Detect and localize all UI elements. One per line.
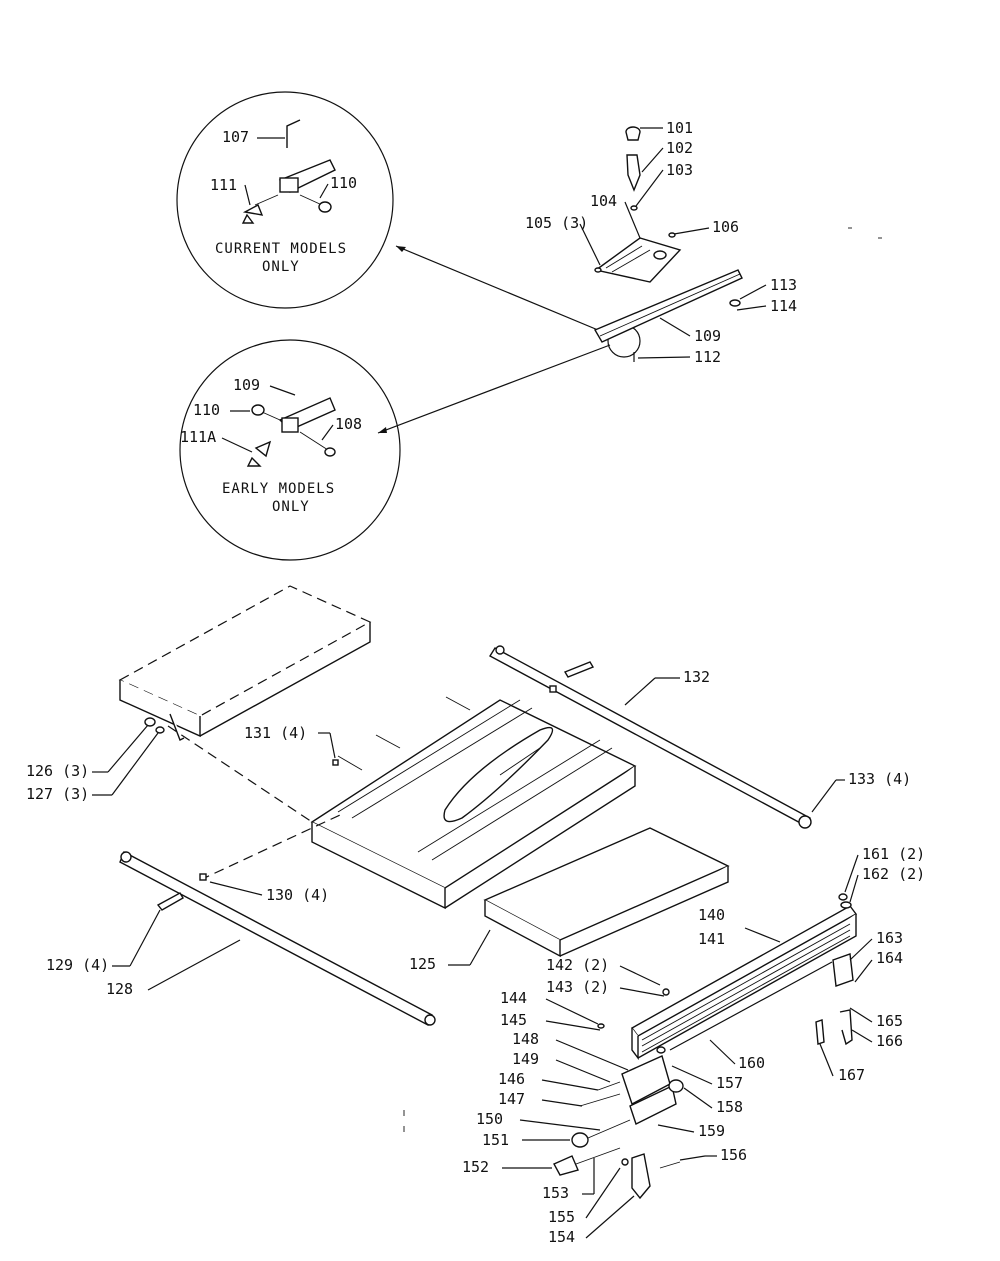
label-143: 143 (2) — [546, 978, 609, 996]
label-114: 114 — [770, 297, 797, 315]
label-152: 152 — [462, 1158, 489, 1176]
early-caption-2: ONLY — [272, 499, 310, 515]
rip-fence-assembly: 140 141 161 (2) 162 (2) 163 164 165 166 … — [462, 845, 925, 1246]
label-155: 155 — [548, 1208, 575, 1226]
handle-154 — [631, 1153, 651, 1200]
label-111a: 111A — [180, 428, 216, 446]
leader-current-inset — [395, 245, 611, 336]
label-109-main: 109 — [694, 327, 721, 345]
label-106: 106 — [712, 218, 739, 236]
label-110-early: 110 — [193, 401, 220, 419]
label-154: 154 — [548, 1228, 575, 1246]
label-127: 127 (3) — [26, 785, 89, 803]
label-113: 113 — [770, 276, 797, 294]
label-151: 151 — [482, 1131, 509, 1149]
early-caption-1: EARLY MODELS — [222, 481, 335, 497]
miter-gauge-assembly: 101 102 103 104 105 (3) 106 113 114 109 … — [525, 119, 797, 366]
label-131: 131 (4) — [244, 724, 307, 742]
hook-166 — [839, 1009, 853, 1046]
label-130: 130 (4) — [266, 886, 329, 904]
miter-body-104 — [594, 237, 682, 283]
label-166: 166 — [876, 1032, 903, 1050]
label-150: 150 — [476, 1110, 503, 1128]
knob-152 — [553, 1155, 579, 1176]
table-assembly: 132 131 (4) 126 (3) 127 (3) 133 (4) 130 … — [26, 585, 911, 1026]
label-112: 112 — [694, 348, 721, 366]
label-153: 153 — [542, 1184, 569, 1202]
inset-current-models: CURRENT MODELS ONLY 107 111 110 — [176, 91, 394, 309]
label-164: 164 — [876, 949, 903, 967]
label-159: 159 — [698, 1122, 725, 1140]
blade-slot — [443, 726, 554, 823]
current-caption-2: ONLY — [262, 259, 300, 275]
label-162: 162 (2) — [862, 865, 925, 883]
label-110-current: 110 — [330, 174, 357, 192]
label-109-early: 109 — [233, 376, 260, 394]
label-145: 145 — [500, 1011, 527, 1029]
label-107: 107 — [222, 128, 249, 146]
label-102: 102 — [666, 139, 693, 157]
label-161: 161 (2) — [862, 845, 925, 863]
label-167: 167 — [838, 1066, 865, 1084]
fence-rod-160 — [669, 961, 833, 1051]
label-126: 126 (3) — [26, 762, 89, 780]
label-108: 108 — [335, 415, 362, 433]
label-156: 156 — [720, 1146, 747, 1164]
label-163: 163 — [876, 929, 903, 947]
fence-top-140 — [630, 905, 858, 1037]
label-132: 132 — [683, 668, 710, 686]
rear-clamp-163 — [832, 953, 854, 987]
label-140: 140 — [698, 906, 725, 924]
label-105: 105 (3) — [525, 214, 588, 232]
label-158: 158 — [716, 1098, 743, 1116]
label-146: 146 — [498, 1070, 525, 1088]
label-160: 160 — [738, 1054, 765, 1072]
label-129: 129 (4) — [46, 956, 109, 974]
label-141: 141 — [698, 930, 725, 948]
label-142: 142 (2) — [546, 956, 609, 974]
label-111: 111 — [210, 176, 237, 194]
label-128: 128 — [106, 980, 133, 998]
label-149: 149 — [512, 1050, 539, 1068]
label-157: 157 — [716, 1074, 743, 1092]
label-133: 133 (4) — [848, 770, 911, 788]
current-caption-1: CURRENT MODELS — [215, 241, 347, 257]
label-165: 165 — [876, 1012, 903, 1030]
label-104: 104 — [590, 192, 617, 210]
label-101: 101 — [666, 119, 693, 137]
knob-101 — [625, 126, 641, 141]
label-125: 125 — [409, 955, 436, 973]
inset-early-models: EARLY MODELS ONLY 109 110 111A 108 — [179, 339, 401, 561]
label-144: 144 — [500, 989, 527, 1007]
label-147: 147 — [498, 1090, 525, 1108]
label-148: 148 — [512, 1030, 539, 1048]
handle-102 — [626, 154, 641, 192]
leader-early-inset — [377, 344, 611, 434]
label-103: 103 — [666, 161, 693, 179]
